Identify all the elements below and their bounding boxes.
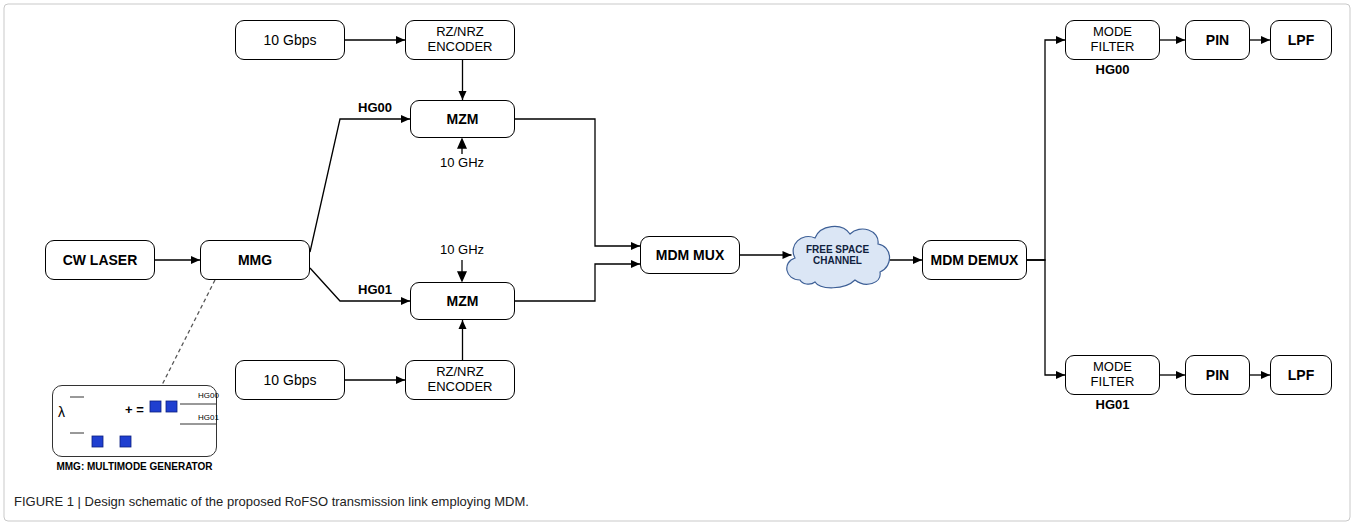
connector [310,115,410,252]
connector-line [1027,40,1065,260]
arrow-head [459,320,467,329]
connector [1160,371,1185,379]
connector [515,119,640,250]
connector [1250,371,1270,379]
process-box: PIN [1185,355,1250,395]
arrow-head [401,297,410,305]
process-box: RZ/NRZ ENCODER [405,20,515,60]
edge-label: HG01 [356,283,394,298]
connector [459,60,467,100]
arrow-head [1176,36,1185,44]
arrow-head [191,256,200,264]
process-box: RZ/NRZ ENCODER [405,360,515,400]
node-text: MZM [447,111,479,127]
connector [1160,36,1185,44]
mode-pattern-squares [92,401,177,447]
connector [345,36,405,44]
arrow-head [396,36,405,44]
node-text: LPF [1288,32,1314,48]
connector [345,376,405,384]
connector-line [515,264,640,301]
connector-line [515,119,640,246]
node-subtext: HG01 [198,413,219,422]
node-subtext: + = [125,403,144,418]
node-text: MDM DEMUX [931,252,1019,268]
connector [310,268,410,305]
node-text: λ [58,404,65,420]
connector [1027,260,1065,379]
clock-arrow [458,260,466,281]
node-subtext: HG00 [198,391,219,400]
connector [740,251,792,259]
node-text: CW LASER [63,252,138,268]
mmg-inset-lines [70,397,217,433]
process-box: MZM [410,100,515,138]
node-text: RZ/NRZ ENCODER [414,365,506,395]
process-box: CW LASER [45,240,155,280]
connector [1027,36,1065,260]
arrow-head [913,256,922,264]
node-text: PIN [1206,367,1229,383]
node-subtext: MMG: MULTIMODE GENERATOR [33,461,236,473]
node-text: MODE FILTER [1078,360,1148,390]
node-text: MODE FILTER [1078,25,1148,55]
connector [515,260,640,301]
connector-line [1027,260,1065,375]
connector-line [162,280,215,385]
channel-cloud: FREE SPACE CHANNEL [780,220,895,290]
arrow-head [396,376,405,384]
signal-label: 10 GHz [438,243,486,258]
figure-frame [4,4,1350,521]
process-box: PIN [1185,20,1250,60]
arrow-head [1056,36,1065,44]
arrow-head [783,251,792,259]
node-text: LPF [1288,367,1314,383]
connector [162,280,215,385]
node-text: PIN [1206,32,1229,48]
node-text: RZ/NRZ ENCODER [414,25,506,55]
arrow-head [1176,371,1185,379]
node-text: MZM [447,293,479,309]
arrow-head [631,260,640,268]
process-box: MDM MUX [640,236,740,274]
connector-line [310,119,410,252]
clock-arrow [458,139,466,154]
arrow-head [1056,371,1065,379]
signal-label: 10 GHz [438,156,486,171]
cloud-shape [787,226,890,287]
process-box: MODE FILTERHG01 [1065,355,1160,395]
connector-line [310,268,410,301]
node-text: 10 Gbps [264,32,317,48]
process-box: LPF [1270,355,1332,395]
arrow-head [1261,36,1270,44]
node-subtext: HG00 [1066,63,1159,78]
node-text: MDM MUX [656,247,724,263]
process-box: MDM DEMUX [922,240,1027,280]
node-text: 10 Gbps [264,372,317,388]
process-box: MODE FILTERHG00 [1065,20,1160,60]
edge-label: HG00 [356,101,394,116]
connector [459,320,467,360]
inset-panel: λ+ =HG00HG01MMG: MULTIMODE GENERATOR [52,385,217,457]
connector [1250,36,1270,44]
connector [889,256,922,264]
node-text: FREE SPACE CHANNEL [802,244,874,267]
arrow-head [631,242,640,250]
process-box: LPF [1270,20,1332,60]
process-box: 10 Gbps [235,20,345,60]
process-box: 10 Gbps [235,360,345,400]
arrow-head [459,91,467,100]
arrow-head [401,115,410,123]
node-subtext: HG01 [1066,398,1159,413]
figure-caption: FIGURE 1 | Design schematic of the propo… [14,494,529,510]
arrow-head [1261,371,1270,379]
connector [155,256,200,264]
node-text: MMG [238,252,272,268]
process-box: MZM [410,282,515,320]
process-box: MMG [200,240,310,280]
